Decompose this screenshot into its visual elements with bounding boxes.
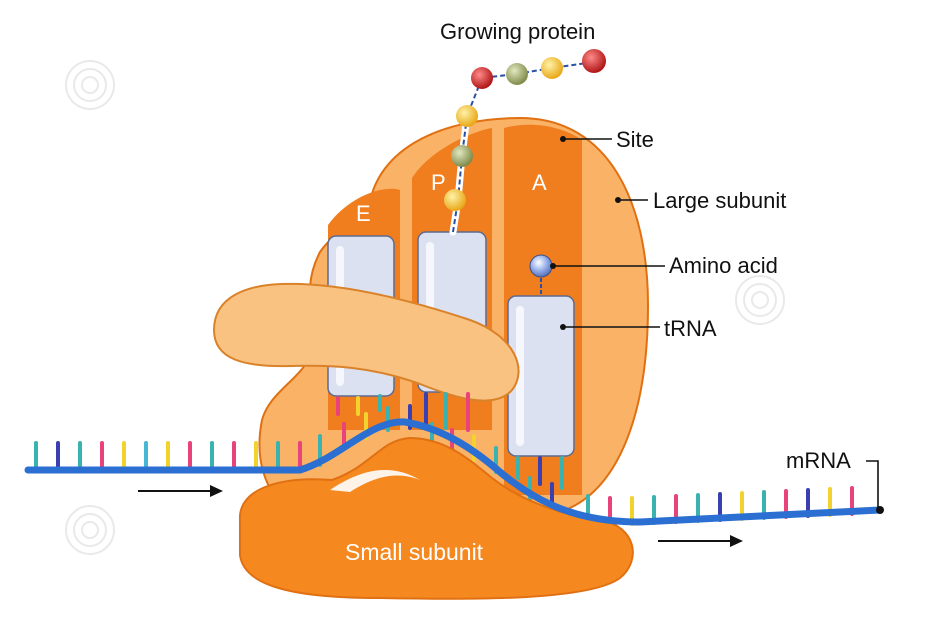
protein-bead bbox=[451, 145, 473, 167]
amino-acid-label: Amino acid bbox=[669, 253, 778, 278]
amino-acid-ball bbox=[529, 254, 553, 278]
spiral-watermark-icon bbox=[735, 275, 785, 325]
protein-bead bbox=[506, 63, 528, 85]
growing-protein-label: Growing protein bbox=[440, 19, 595, 44]
leader-lines bbox=[550, 136, 879, 508]
small-subunit-groove bbox=[330, 469, 420, 492]
anticodon-pegs bbox=[336, 392, 564, 490]
mrna-label: mRNA bbox=[786, 448, 851, 473]
protein-bead bbox=[444, 189, 466, 211]
small-subunit-label: Small subunit bbox=[345, 539, 484, 565]
trna-label: tRNA bbox=[664, 316, 717, 341]
watermark-group bbox=[65, 60, 785, 555]
protein-bead bbox=[456, 105, 478, 127]
spiral-watermark-icon bbox=[65, 505, 115, 555]
site-label-e: E bbox=[356, 201, 371, 226]
site-label: Site bbox=[616, 127, 654, 152]
spiral-watermark-icon bbox=[65, 60, 115, 110]
large-subunit-label: Large subunit bbox=[653, 188, 786, 213]
large-subunit-cap-lobe bbox=[212, 282, 520, 402]
protein-bead bbox=[582, 49, 606, 73]
mrna-backbone bbox=[24, 418, 884, 526]
protein-bead bbox=[541, 57, 563, 79]
growing-protein-chain bbox=[444, 49, 606, 236]
site-label-a: A bbox=[532, 170, 547, 195]
arrow-right-icon bbox=[138, 485, 223, 497]
site-label-p: P bbox=[431, 170, 446, 195]
arrow-right-icon bbox=[658, 535, 743, 547]
protein-bead bbox=[471, 67, 493, 89]
